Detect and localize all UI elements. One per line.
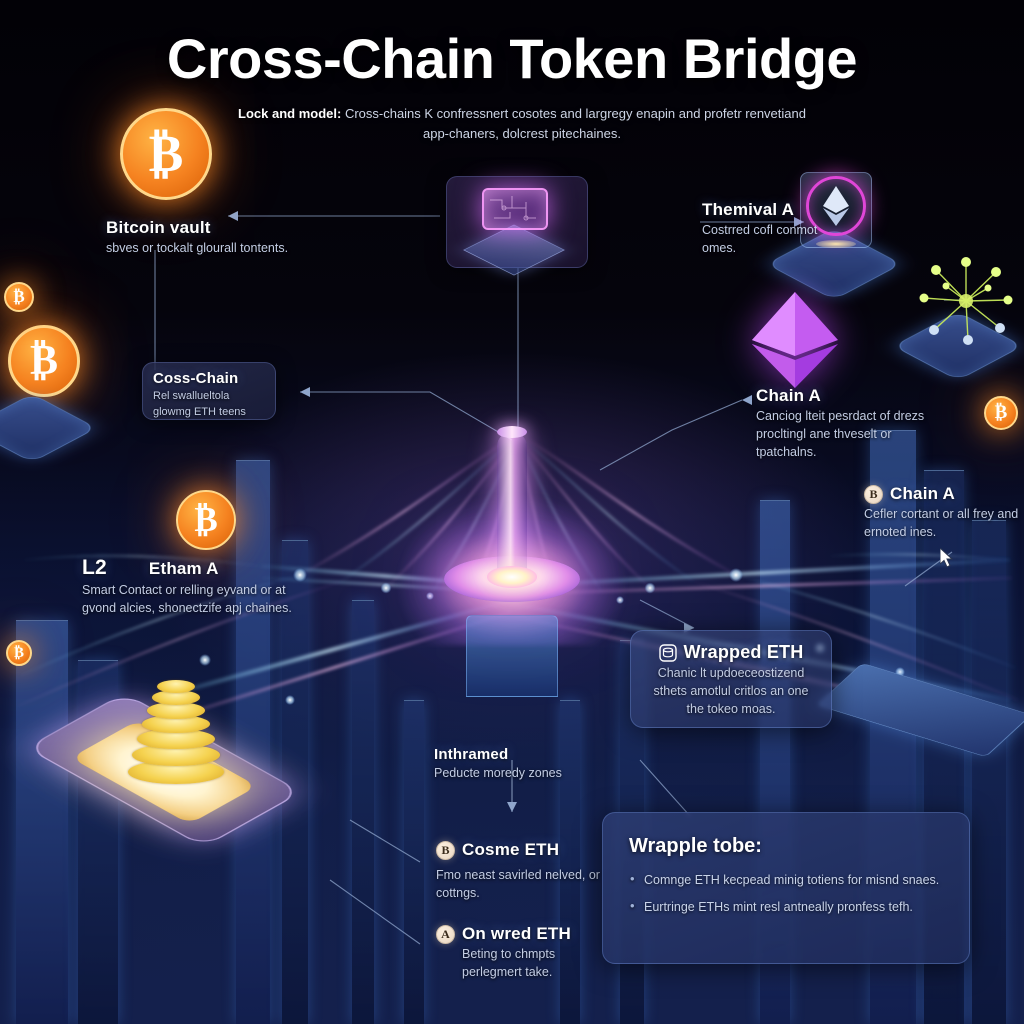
bitcoin-symbol: ₿ <box>13 287 25 306</box>
subtitle-body: Cross-chains K confressnert cosotes and … <box>344 106 806 141</box>
callout-title: Chain A <box>890 484 955 503</box>
callout-title: Coss-Chain <box>153 370 239 387</box>
callout-body: Rel swallueltola glowmg ETH teens <box>153 390 246 418</box>
callout-title-etham: Etham A <box>148 559 219 578</box>
callout-body: Chanic lt updoeceostizend sthets amotlul… <box>653 666 809 716</box>
callout-title: On wred ETH <box>462 924 571 943</box>
callout-body: Peducte moredy zones <box>434 766 562 780</box>
callout-wrapped-eth: Wrapped ETH Chanic lt updoeceostizend st… <box>630 630 832 728</box>
page-subtitle: Lock and model: Cross-chains K confressn… <box>232 104 812 143</box>
callout-chain-a-right: B Chain A Cefler cortant or all frey and… <box>864 484 1019 542</box>
callout-body: Beting to chmpts perlegmert take. <box>462 947 556 979</box>
bitcoin-badge-icon: B <box>436 840 455 860</box>
bitcoin-coin-icon-small: ₿ <box>4 282 34 312</box>
callout-inthramed: Inthramed Peducte moredy zones <box>434 746 604 783</box>
chain-badge-icon: B <box>864 484 883 504</box>
summary-panel: Wrapple tobe: Comnge ETH kecpead minig t… <box>602 812 970 964</box>
ethereum-diamond-large-icon <box>752 292 838 388</box>
bitcoin-symbol: ₿ <box>194 500 218 539</box>
callout-body: Cefler cortant or all frey and ernoted i… <box>864 507 1019 539</box>
network-node-icon <box>919 257 1013 345</box>
pillar <box>282 540 308 1024</box>
callout-title: Wrapped ETH <box>683 642 804 662</box>
bitcoin-coin-icon: ₿ <box>176 490 236 550</box>
pillar <box>972 520 1006 1024</box>
callout-chain-a-mid: Chain A Canciog lteit pesrdact of drezs … <box>756 386 926 461</box>
bitcoin-symbol: ₿ <box>29 338 58 384</box>
list-item: Eurtringe ETHs mint resl antneally pronf… <box>629 897 943 916</box>
callout-title: Inthramed <box>434 746 509 763</box>
pillar <box>560 700 580 1024</box>
callout-title: Chain A <box>756 386 821 405</box>
pillar <box>236 460 270 1024</box>
mouse-cursor <box>940 548 954 568</box>
callout-title: Themival A <box>702 200 795 219</box>
vault-cube-icon <box>482 188 548 230</box>
vault-cube-circuitry <box>482 188 548 230</box>
coin-stack-icon <box>658 643 677 662</box>
bitcoin-coin-icon: ₿ <box>120 108 212 200</box>
callout-themival: Themival A Costrred cofl conmot omes. <box>702 200 852 258</box>
pillar <box>352 600 374 1024</box>
callout-title: Cosme ETH <box>462 840 560 859</box>
bitcoin-symbol: ₿ <box>994 402 1008 423</box>
callout-title: Bitcoin vault <box>106 218 211 237</box>
bitcoin-symbol: ₿ <box>148 125 184 183</box>
bitcoin-coin-icon: ₿ <box>8 325 80 397</box>
ethereum-badge-icon: A <box>436 924 455 944</box>
bitcoin-symbol: ₿ <box>13 644 24 661</box>
ethereum-ring-icon <box>806 176 866 236</box>
callout-bitcoin-vault: Bitcoin vault sbves or tockalt glourall … <box>106 218 296 258</box>
callout-on-wred-eth: A On wred ETH Beting to chmpts perlegmer… <box>436 924 601 982</box>
callout-body: sbves or tockalt glourall tontents. <box>106 241 289 255</box>
bitcoin-coin-icon-small: ₿ <box>6 640 32 666</box>
list-item: Comnge ETH kecpead minig totiens for mis… <box>629 870 943 889</box>
callout-body: Smart Contact or relling eyvand or at gv… <box>82 583 292 615</box>
callout-title-l2: L2 <box>82 556 107 579</box>
callout-cosme-eth: B Cosme ETH Fmo neast savirled nelved, o… <box>436 840 601 903</box>
subtitle-lead: Lock and model: <box>238 106 342 121</box>
callout-body: Canciog lteit pesrdact of drezs procltin… <box>756 409 925 459</box>
callout-coss-chain: Coss-Chain Rel swallueltola glowmg ETH t… <box>142 362 276 420</box>
ethereum-base-glow <box>816 240 856 248</box>
panel-bullet-list: Comnge ETH kecpead minig totiens for mis… <box>629 870 943 916</box>
page-title: Cross-Chain Token Bridge <box>166 27 858 90</box>
callout-body: Costrred cofl conmot omes. <box>702 223 818 255</box>
callout-l2-etham: L2 Etham A Smart Contact or relling eyva… <box>82 556 298 618</box>
panel-heading: Wrapple tobe: <box>629 835 762 857</box>
callout-body: Fmo neast savirled nelved, or cottngs. <box>436 868 600 900</box>
bitcoin-coin-icon-small: ₿ <box>984 396 1018 430</box>
ethereum-diamond-icon <box>823 186 849 226</box>
